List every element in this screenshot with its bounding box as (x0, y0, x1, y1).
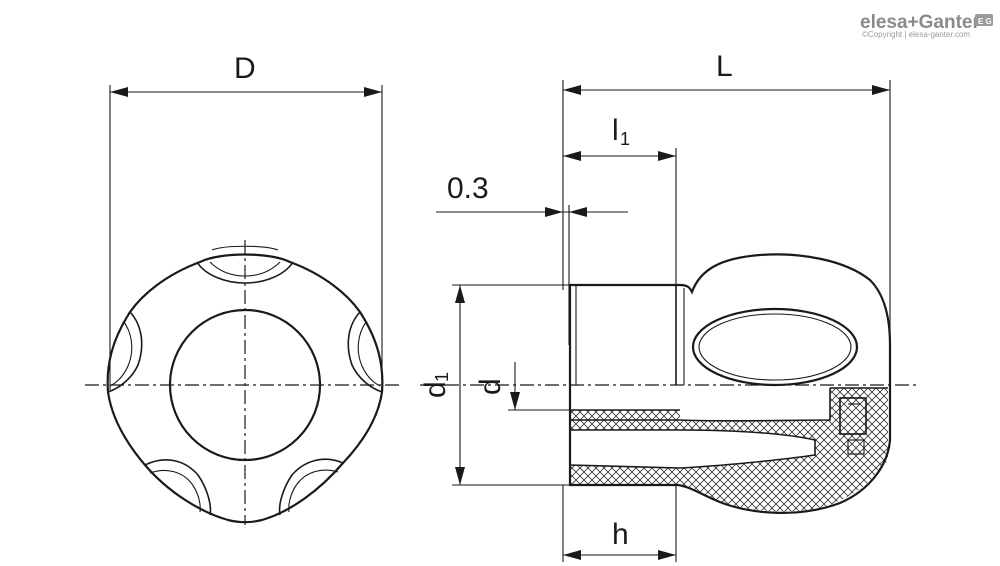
side-section-view: L l 1 0.3 d 1 d h (419, 50, 918, 562)
dim-label-offset: 0.3 (447, 172, 489, 205)
dim-label-l1-subscript: 1 (620, 129, 630, 149)
l1-arrow-right-icon (658, 151, 676, 161)
inner-cavity-top (679, 388, 831, 422)
knob-outer-contour (106, 253, 384, 524)
finger-oval (691, 307, 859, 387)
d1-arrow-bottom-icon (455, 467, 465, 485)
groove-right (347, 311, 383, 393)
dim-label-D: D (234, 52, 256, 85)
dim-label-d: d (474, 378, 507, 395)
section-hatch-lower (570, 388, 888, 512)
offset-arrow-left-icon (545, 207, 563, 217)
groove-bottom-left-inner (149, 469, 201, 513)
side-outer-contour (568, 253, 892, 514)
brand-name: elesa+Ganter (860, 12, 980, 33)
D-arrow-right-icon (364, 87, 382, 97)
insert-slot (847, 439, 865, 455)
L-arrow-right-icon (872, 85, 890, 95)
D-arrow-left-icon (110, 87, 128, 97)
finger-oval-inner (698, 313, 852, 381)
h-arrow-right-icon (658, 550, 676, 560)
L-arrow-left-icon (563, 85, 581, 95)
groove-top-inner (209, 261, 281, 277)
dim-label-l1: l (612, 114, 619, 147)
offset-arrow-right-icon (569, 207, 587, 217)
groove-bottom-right-inner (288, 469, 339, 513)
dim-label-d1-subscript: 1 (432, 372, 452, 382)
brand-logo: elesa+Ganter ©Copyright | elesa-ganter.c… (860, 12, 993, 39)
brand-copyright: ©Copyright | elesa-ganter.com (862, 30, 970, 39)
bore-circle (168, 308, 322, 462)
d-arrow-icon (510, 392, 520, 410)
groove-bottom-left (144, 459, 212, 516)
h-arrow-left-icon (563, 550, 581, 560)
dim-label-L: L (716, 50, 733, 83)
badge-icon (975, 14, 993, 26)
groove-left (107, 311, 143, 393)
inner-cavity-contour (569, 429, 816, 469)
groove-top (196, 261, 294, 284)
front-view: D (85, 52, 400, 525)
insert-pin (839, 397, 867, 435)
d1-arrow-top-icon (455, 285, 465, 303)
dim-label-d1: d (419, 381, 452, 398)
dim-label-h: h (612, 518, 629, 551)
l1-arrow-left-icon (563, 151, 581, 161)
groove-right-inner (357, 321, 381, 387)
groove-left-inner (109, 321, 133, 387)
badge-label: E G (978, 17, 992, 26)
groove-bottom-right (278, 458, 344, 516)
groove-top-edge (211, 245, 279, 251)
